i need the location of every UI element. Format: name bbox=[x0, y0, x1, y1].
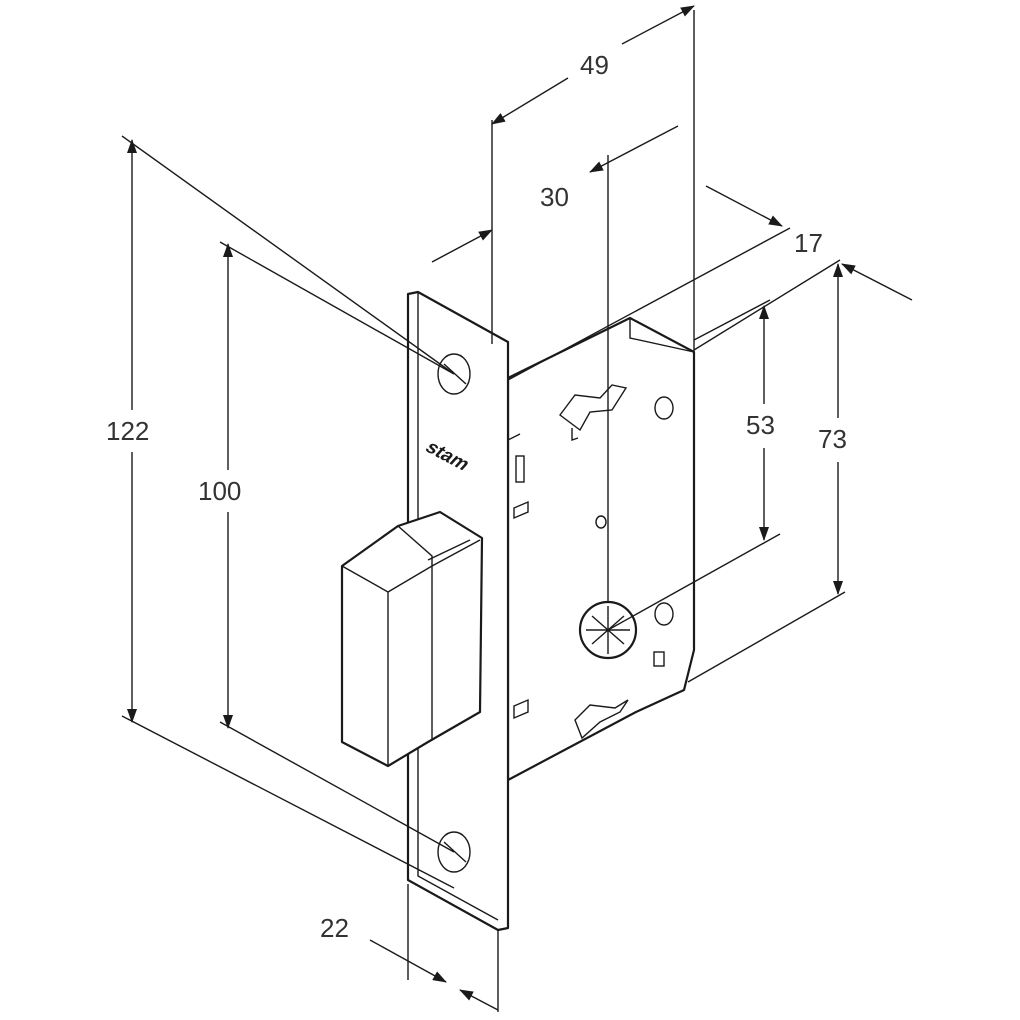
dim-total-depth-label: 49 bbox=[580, 50, 609, 80]
lock-case bbox=[506, 316, 696, 782]
dim-faceplate-width-label: 22 bbox=[320, 913, 349, 943]
dim-backset-label: 30 bbox=[540, 182, 569, 212]
dim-follower-height-label: 53 bbox=[746, 410, 775, 440]
dimension-lines bbox=[127, 5, 913, 1011]
extension-lines bbox=[121, 10, 846, 1012]
screw-hole-bottom-icon bbox=[437, 831, 471, 873]
dim-overall-height-label: 122 bbox=[106, 416, 149, 446]
latch-bolt bbox=[340, 510, 484, 768]
screw-hole-top-icon bbox=[437, 353, 471, 395]
dim-screw-spacing-label: 100 bbox=[198, 476, 241, 506]
dim-case-height-label: 73 bbox=[818, 424, 847, 454]
dim-case-thickness-label: 17 bbox=[794, 228, 823, 258]
